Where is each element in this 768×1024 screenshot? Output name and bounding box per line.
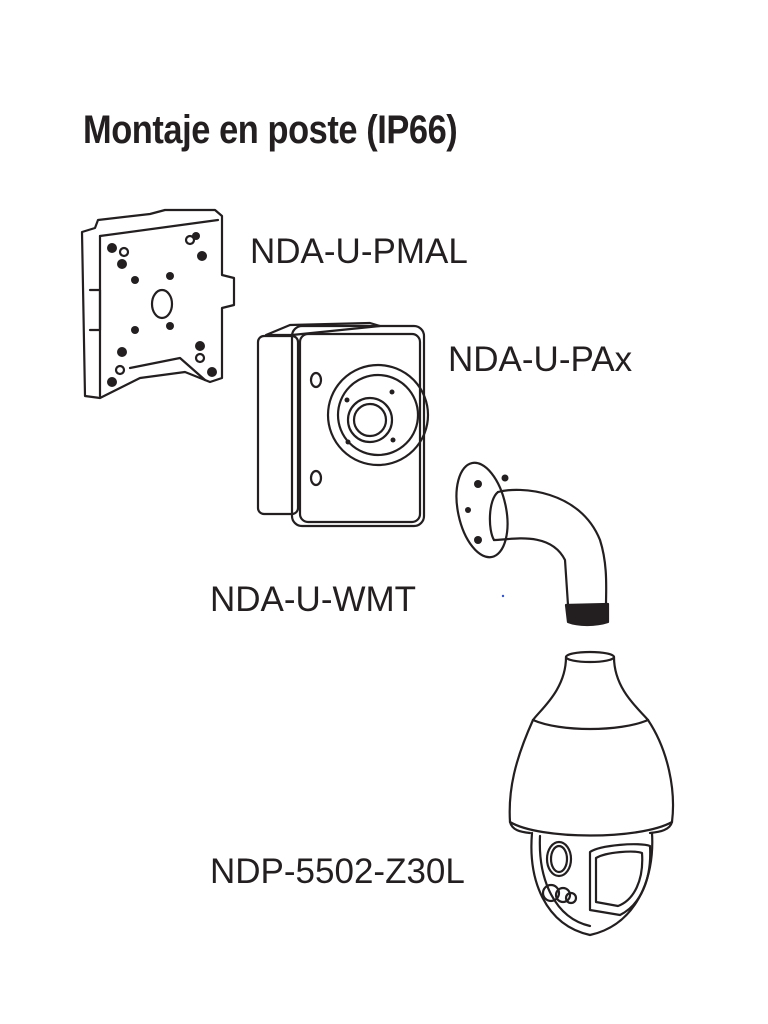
stray-dot	[501, 594, 505, 598]
part-label-ndp-5502-z30l: NDP-5502-Z30L	[210, 852, 465, 891]
ptz-camera-illustration	[508, 650, 675, 937]
part-label-nda-u-pax: NDA-U-PAx	[448, 340, 633, 379]
part-label-nda-u-wmt: NDA-U-WMT	[210, 580, 417, 619]
pole-mount-plate-illustration	[80, 208, 236, 400]
page-title: Montaje en poste (IP66)	[83, 108, 458, 152]
part-label-nda-u-pmal: NDA-U-PMAL	[250, 232, 468, 271]
junction-box-illustration	[256, 321, 430, 528]
wall-mount-arm-illustration	[455, 461, 610, 627]
